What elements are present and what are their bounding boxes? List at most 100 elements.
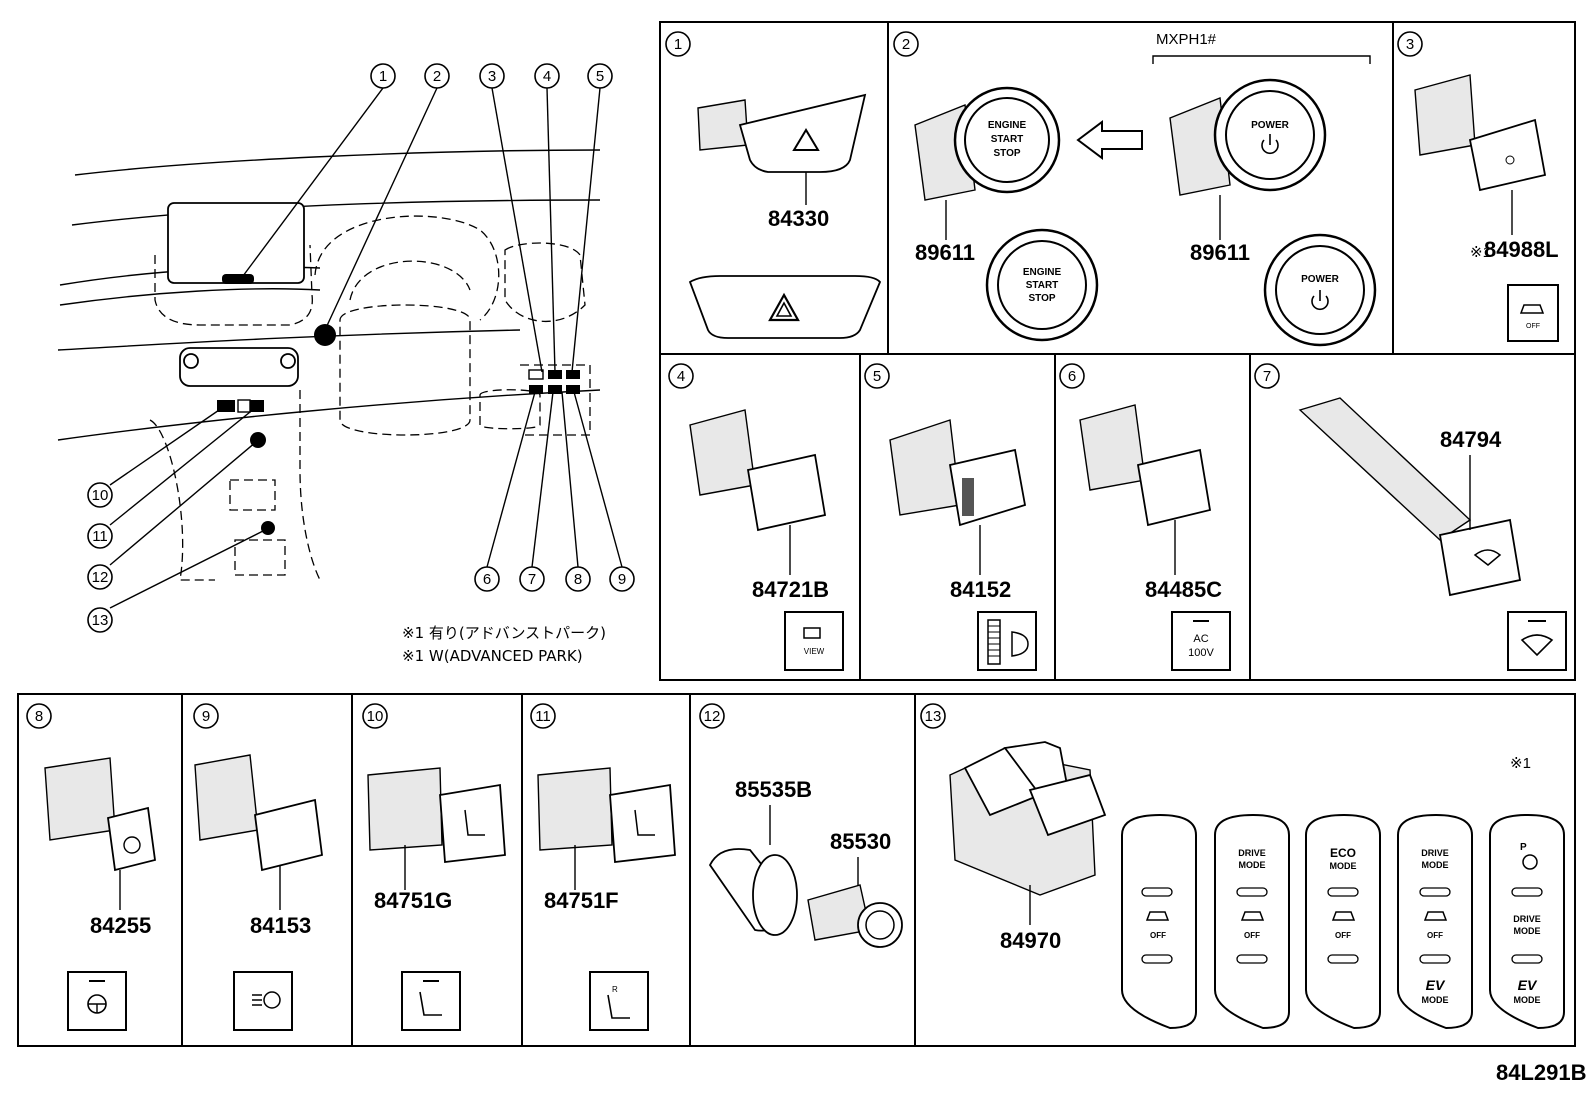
arrow-left-icon [1076, 120, 1143, 160]
overview-callouts: 1 2 3 4 5 6 7 8 9 10 11 12 13 [87, 63, 635, 633]
headlight-leveling-switch [889, 419, 1027, 527]
windshield-deicer-icon [1507, 611, 1567, 671]
engine-label-1: ENGINE [988, 120, 1027, 131]
mode-module-3: ECO MODE OFF [1305, 813, 1381, 1030]
module-2-mode: MODE [1239, 860, 1266, 870]
r-label: R [612, 985, 618, 994]
part-84988L: 84988L [1484, 237, 1559, 262]
callout-1-label: 1 [379, 68, 387, 85]
variant-label: MXPH1# [1156, 31, 1217, 48]
engine-face-1: ENGINE [1023, 267, 1062, 278]
view-switch [689, 409, 827, 532]
engine-face-3: STOP [1028, 293, 1055, 304]
panel-5-number: 5 [873, 368, 881, 385]
module-4-ev-mode: MODE [1422, 995, 1449, 1005]
part-85530: 85530 [830, 829, 891, 854]
parking-assist-switch [1414, 74, 1547, 192]
callout-12: 12 [87, 564, 113, 590]
panel-1: 1 84330 [665, 31, 882, 339]
steering-heater-switch [44, 757, 156, 872]
mode-module-4: DRIVE MODE OFF EV MODE [1397, 813, 1473, 1030]
part-84751G: 84751G [374, 888, 452, 913]
panel-6-number: 6 [1068, 368, 1076, 385]
overview-drawing [57, 87, 623, 609]
view-icon: VIEW [784, 611, 844, 671]
part-84153: 84153 [250, 913, 311, 938]
module-5-p: P [1520, 842, 1527, 853]
ac-label: AC [1193, 633, 1208, 645]
panel-12-number: 12 [704, 708, 721, 725]
panel-7: 7 84794 [1254, 363, 1567, 671]
callout-1: 1 [370, 63, 396, 89]
wiper-deicer-switch [1298, 397, 1522, 597]
part-85535B: 85535B [735, 777, 812, 802]
ac-outlet-switch [1079, 404, 1212, 527]
module-5-mode: MODE [1514, 926, 1541, 936]
diagram-code: 84L291B [1496, 1060, 1587, 1085]
callout-6: 6 [474, 566, 500, 592]
callout-4-label: 4 [543, 68, 551, 85]
panel-9-number: 9 [202, 708, 210, 725]
parking-off-icon: OFF [1507, 284, 1559, 342]
panel-6: 6 84485C AC 100V [1059, 363, 1231, 671]
callout-13: 13 [87, 607, 113, 633]
callout-12-label: 12 [92, 569, 109, 586]
engine-face-2: START [1026, 280, 1059, 291]
panel-5: 5 84152 [864, 363, 1037, 671]
panel-10: 10 84751G [362, 703, 506, 1031]
callout-10-label: 10 [92, 487, 109, 504]
callout-13-label: 13 [92, 612, 109, 629]
power-outlet-socket [807, 884, 903, 948]
mode-module-2: DRIVE MODE OFF [1214, 813, 1290, 1030]
part-84721B: 84721B [752, 577, 829, 602]
ac-100v-icon: AC 100V [1171, 611, 1231, 671]
module-4-drive: DRIVE [1421, 848, 1449, 858]
power-face-icon: POWER [1263, 233, 1377, 347]
steering-heater-icon [67, 971, 127, 1031]
part-84485C: 84485C [1145, 577, 1222, 602]
power-outlet-lid [708, 848, 798, 936]
module-3-off: OFF [1335, 931, 1351, 940]
callout-7: 7 [519, 566, 545, 592]
mode-module-5: P DRIVE MODE EV MODE [1489, 813, 1565, 1030]
note-english: ※1 W(ADVANCED PARK) [402, 647, 583, 665]
module-1-off: OFF [1150, 931, 1166, 940]
panel-10-number: 10 [367, 708, 384, 725]
mark-note-1: ※1 [1470, 244, 1491, 261]
power-label: POWER [1251, 120, 1290, 131]
module-2-drive: DRIVE [1238, 848, 1266, 858]
module-5-ev-mode: MODE [1514, 995, 1541, 1005]
auto-high-beam-icon [233, 971, 293, 1031]
seat-heater-icon-left [401, 971, 461, 1031]
panel-9: 9 84153 [193, 703, 323, 1031]
callout-4: 4 [534, 63, 560, 89]
panel-8-number: 8 [35, 708, 43, 725]
callout-3: 3 [479, 63, 505, 89]
part-89611-a: 89611 [915, 240, 975, 265]
callout-11: 11 [87, 523, 113, 549]
power-face-label: POWER [1301, 274, 1340, 285]
engine-start-button: ENGINE START STOP [914, 86, 1061, 201]
module-3-eco: ECO [1330, 846, 1356, 860]
seat-heater-switch-left [367, 767, 506, 864]
callout-3-label: 3 [488, 68, 496, 85]
power-button: POWER [1169, 78, 1327, 196]
part-84794: 84794 [1440, 427, 1502, 452]
engine-label-3: STOP [993, 148, 1020, 159]
voltage-label: 100V [1188, 647, 1214, 659]
panel-8: 8 84255 [26, 703, 156, 1031]
callout-11-label: 11 [92, 528, 108, 545]
off-label-3: OFF [1526, 323, 1540, 330]
part-89611-b: 89611 [1190, 240, 1250, 265]
mark-note-13: ※1 [1510, 755, 1531, 772]
panel-grid [17, 21, 1576, 1047]
engine-start-face-icon: ENGINE START STOP [985, 228, 1099, 342]
panel-1-number: 1 [674, 36, 682, 53]
panel-2: 2 MXPH1# ENGINE START STOP 89611 ENGINE … [893, 31, 1377, 347]
panel-7-number: 7 [1263, 368, 1271, 385]
view-label: VIEW [804, 647, 825, 656]
callout-7-label: 7 [528, 571, 536, 588]
panel-3-number: 3 [1406, 36, 1414, 53]
callout-9: 9 [609, 566, 635, 592]
panel-13-number: 13 [925, 708, 942, 725]
